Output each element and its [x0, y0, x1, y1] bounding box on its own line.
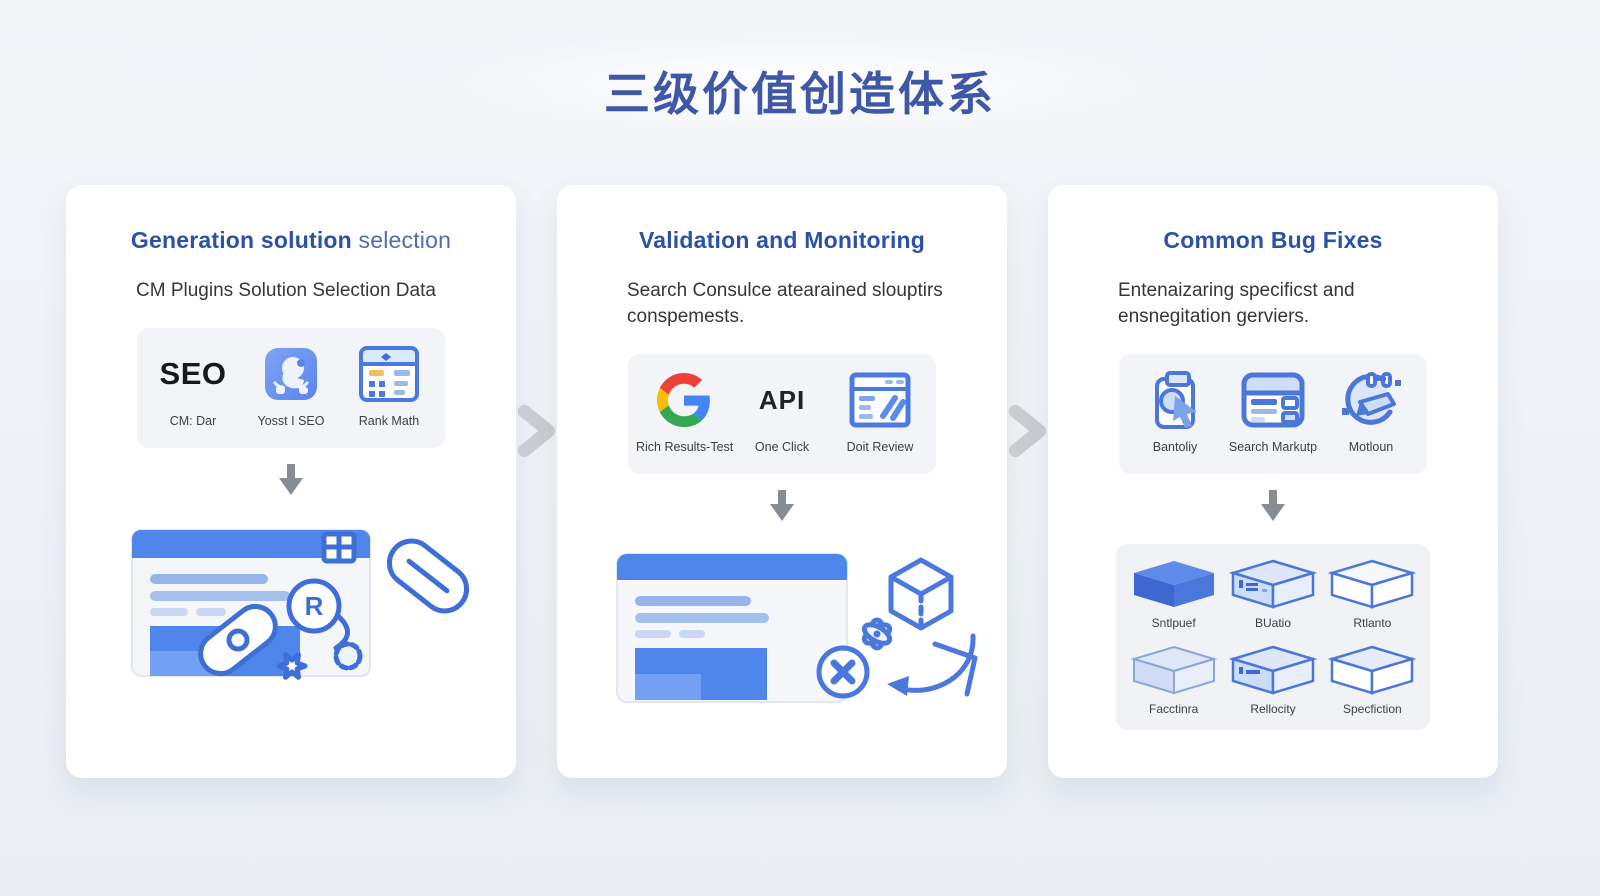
webpage-links-illustration: R — [131, 529, 470, 681]
card-2-heading: Validation and Monitoring — [557, 227, 1007, 254]
box-3d-ports-icon — [1228, 560, 1318, 610]
module-item: Rtlanto — [1323, 558, 1422, 636]
flower-graphic — [861, 617, 893, 651]
box-3d-outline-light-icon — [1327, 646, 1417, 696]
tool-label: Search Markutp — [1228, 440, 1318, 455]
card-1-tool-panel: SEO CM: Dar — [137, 328, 445, 449]
link-doodles-graphic — [198, 531, 470, 681]
module-label: Facctinra — [1148, 702, 1199, 717]
bug-fix-modules-panel: Sntlpuef BUatio — [1116, 544, 1430, 731]
tool-rich-results-test: Rich Results-Test — [636, 366, 734, 474]
tool-label: One Click — [754, 440, 810, 455]
browser-window-graphic — [616, 553, 848, 704]
yoast-bird-icon — [265, 348, 317, 401]
tool-rank-math: Rank Math — [341, 340, 437, 448]
tool-label: Bantoliy — [1152, 440, 1198, 455]
tool-label: Motloun — [1348, 440, 1394, 455]
card-3-tool-panel: Bantoliy Search Mar — [1119, 354, 1427, 475]
page-title: 三级价值创造体系 — [604, 68, 996, 120]
clipboard-cursor-icon — [1155, 371, 1197, 430]
chevron-right-icon — [1008, 404, 1047, 458]
tool-search-markup: Search Markutp — [1225, 366, 1321, 474]
card-1-heading-light: selection — [351, 227, 452, 253]
tool-label: Doit Review — [846, 440, 914, 455]
search-markup-icon — [1241, 372, 1305, 428]
card-validation-monitoring: Validation and Monitoring Search Consulc… — [557, 185, 1007, 778]
module-item: Facctinra — [1124, 644, 1223, 722]
rotate-pencil-icon — [1342, 372, 1401, 426]
google-g-icon — [657, 373, 710, 428]
tool-motloun: Motloun — [1323, 366, 1419, 474]
tool-label: Rank Math — [358, 414, 420, 429]
down-arrow-icon — [1261, 490, 1285, 522]
down-arrow-icon — [770, 490, 794, 522]
card-2-heading-strong: Validation and Monitoring — [638, 227, 926, 253]
svg-text:R: R — [305, 591, 324, 621]
flow-connector-2 — [1007, 403, 1048, 459]
box-3d-solid-icon — [1133, 561, 1214, 608]
card-1-heading: Generation solution selection — [66, 227, 516, 254]
tool-yoast-seo: Yosst I SEO — [243, 340, 339, 448]
rank-math-panel-icon — [359, 346, 419, 403]
cards-row: Generation solution selection CM Plugins… — [66, 185, 1534, 778]
tool-label: CM: Dar — [169, 414, 217, 429]
chevron-right-icon — [517, 404, 556, 458]
module-label: Sntlpuef — [1151, 616, 1196, 631]
card-2-tool-panel: Rich Results-Test API One Click — [628, 354, 936, 475]
tool-cm-dar: SEO CM: Dar — [145, 340, 241, 448]
api-text-logo: API — [758, 384, 806, 415]
module-item: Sntlpuef — [1124, 558, 1223, 636]
tool-bantoliy: Bantoliy — [1127, 366, 1223, 474]
tool-label: Yosst I SEO — [257, 414, 325, 429]
module-label: Rellocity — [1250, 702, 1296, 717]
card-3-heading-strong: Common Bug Fixes — [1163, 227, 1383, 253]
tool-label: Rich Results-Test — [636, 440, 734, 455]
title-glow-backdrop — [400, 28, 1200, 143]
module-item: BUatio — [1223, 558, 1322, 636]
seo-text-logo: SEO — [159, 356, 227, 392]
card-1-subtitle: CM Plugins Solution Selection Data — [136, 280, 436, 301]
tool-one-click: API One Click — [734, 366, 830, 474]
down-arrow-icon — [279, 464, 303, 496]
review-window-icon — [849, 372, 911, 428]
card-generation-solution: Generation solution selection CM Plugins… — [66, 185, 516, 778]
error-check-illustration — [616, 553, 978, 704]
card-3-heading: Common Bug Fixes — [1048, 227, 1498, 254]
module-label: Specfiction — [1342, 702, 1402, 717]
module-label: BUatio — [1254, 616, 1291, 631]
tool-doit-review: Doit Review — [832, 366, 928, 474]
box-3d-outline-icon — [1327, 560, 1417, 610]
box-3d-light-icon — [1130, 646, 1218, 695]
module-item: Specfiction — [1323, 644, 1422, 722]
module-label: Rtlanto — [1353, 616, 1392, 631]
validation-doodles-graphic — [816, 557, 978, 699]
card-3-subtitle: Entenaizaring specificst and ensnegitati… — [1118, 280, 1355, 328]
card-2-subtitle: Search Consulce atearained slouptirs con… — [627, 280, 943, 328]
flow-connector-1 — [516, 403, 557, 459]
card-1-heading-strong: Generation solution — [130, 227, 352, 253]
card-common-bug-fixes: Common Bug Fixes Entenaizaring specifics… — [1048, 185, 1498, 778]
cube-graphic — [888, 557, 954, 631]
box-3d-ports-icon — [1228, 646, 1318, 696]
module-item: Rellocity — [1223, 644, 1322, 722]
